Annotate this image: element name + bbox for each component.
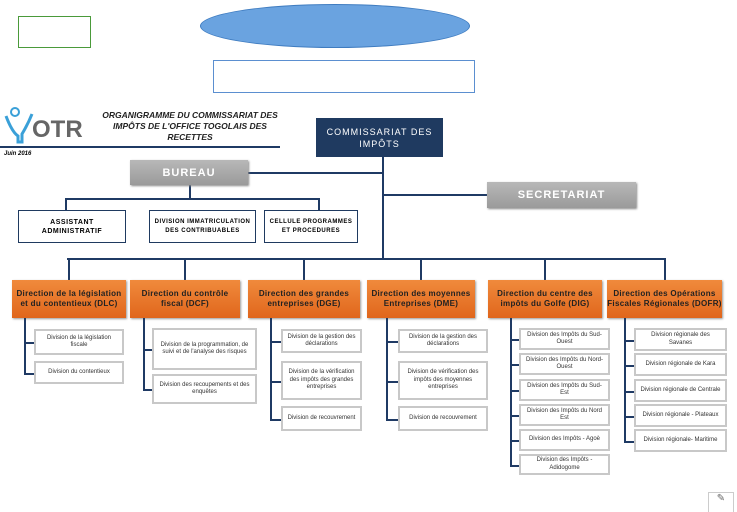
- connector: [510, 415, 519, 417]
- connector: [303, 258, 305, 280]
- division-box: Division de recouvrement: [281, 406, 362, 431]
- division-box: Division de la programmation, de suivi e…: [152, 328, 257, 370]
- blue-ellipse-shape[interactable]: [200, 4, 470, 48]
- connector: [386, 380, 398, 383]
- connector: [624, 440, 634, 443]
- direction-box: Direction du contrôle fiscal (DCF): [130, 280, 240, 318]
- direction-box: Direction des grandes entreprises (DGE): [248, 280, 360, 318]
- connector: [24, 318, 26, 373]
- connector: [624, 318, 626, 441]
- root-box: COMMISSARIAT DES IMPÔTS: [316, 118, 443, 157]
- division-box: Division de la gestion des déclarations: [281, 329, 362, 353]
- connector: [270, 380, 281, 383]
- connector: [189, 185, 191, 199]
- direction-box: Direction des Opérations Fiscales Région…: [607, 280, 722, 318]
- division-box: Division régionale - Plateaux: [634, 404, 727, 427]
- bureau-unit-box: ASSISTANT ADMINISTRATIF: [18, 210, 126, 243]
- division-box: Division de vérification des impôts des …: [398, 361, 488, 400]
- connector: [383, 194, 487, 196]
- green-rectangle-shape[interactable]: [18, 16, 91, 48]
- division-box: Division des Impôts du Sud-Ouest: [519, 328, 610, 350]
- connector: [420, 258, 422, 280]
- connector: [624, 339, 634, 342]
- connector: [65, 198, 319, 200]
- connector: [386, 318, 388, 419]
- connector: [510, 390, 519, 392]
- logo-text: OTR: [32, 116, 83, 143]
- division-box: Division du contentieux: [34, 361, 124, 384]
- division-box: Division des Impôts du Sud-Est: [519, 379, 610, 401]
- division-box: Division régionale de Kara: [634, 353, 727, 376]
- connector: [382, 157, 384, 259]
- division-box: Division régionale de Centrale: [634, 379, 727, 402]
- connector: [510, 464, 519, 467]
- chart-title: ORGANIGRAMME DU COMMISSARIAT DES IMPÔTS …: [102, 110, 278, 142]
- connector: [510, 339, 519, 341]
- division-box: Division des Impôts - Adidogome: [519, 454, 610, 475]
- division-box: Division de recouvrement: [398, 406, 488, 431]
- division-box: Division des recoupements et des enquête…: [152, 374, 257, 404]
- division-box: Division régionale des Savanes: [634, 328, 727, 351]
- connector: [24, 342, 34, 344]
- connector: [67, 258, 665, 260]
- connector: [143, 389, 152, 391]
- connector: [248, 172, 383, 174]
- division-box: Division de la gestion des déclarations: [398, 329, 488, 353]
- direction-box: Direction des moyennes Entreprises (DME): [367, 280, 475, 318]
- connector: [143, 318, 145, 389]
- connector: [386, 341, 398, 343]
- division-box: Division des Impôts - Agoè: [519, 429, 610, 451]
- connector: [544, 258, 546, 280]
- connector: [510, 440, 519, 442]
- bureau-box: BUREAU: [130, 160, 248, 185]
- connector: [624, 364, 634, 367]
- date-label: Juin 2016: [4, 151, 32, 157]
- edit-pencil-icon[interactable]: ✎: [708, 492, 734, 512]
- bureau-unit-box: CELLULE PROGRAMMES ET PROCEDURES: [264, 210, 358, 243]
- otr-logo: OTR: [4, 107, 83, 144]
- connector: [270, 318, 272, 419]
- connector: [270, 341, 281, 343]
- division-box: Division des Impôts du Nord-Ouest: [519, 353, 610, 375]
- direction-box: Direction du centre des impôts du Golfe …: [488, 280, 602, 318]
- connector: [143, 349, 152, 351]
- division-box: Division régionale- Maritime: [634, 429, 727, 452]
- connector: [24, 372, 34, 375]
- connector: [318, 198, 320, 210]
- connector: [624, 415, 634, 418]
- connector: [386, 418, 398, 421]
- connector: [510, 364, 519, 366]
- connector: [663, 258, 666, 280]
- bureau-unit-box: DIVISION IMMATRICULATION DES CONTRIBUABL…: [149, 210, 256, 243]
- connector: [184, 258, 186, 280]
- blue-text-box-shape[interactable]: [213, 60, 475, 93]
- division-box: Division des Impôts du Nord Est: [519, 404, 610, 426]
- connector: [68, 258, 70, 280]
- connector: [270, 418, 281, 421]
- direction-box: Direction de la législation et du conten…: [12, 280, 126, 318]
- connector: [65, 198, 67, 210]
- division-box: Division de la législation fiscale: [34, 329, 124, 355]
- title-underline: [0, 146, 280, 148]
- division-box: Division de la vérification des impôts d…: [281, 361, 362, 400]
- connector: [624, 390, 634, 393]
- secretariat-box: SECRETARIAT: [487, 182, 636, 208]
